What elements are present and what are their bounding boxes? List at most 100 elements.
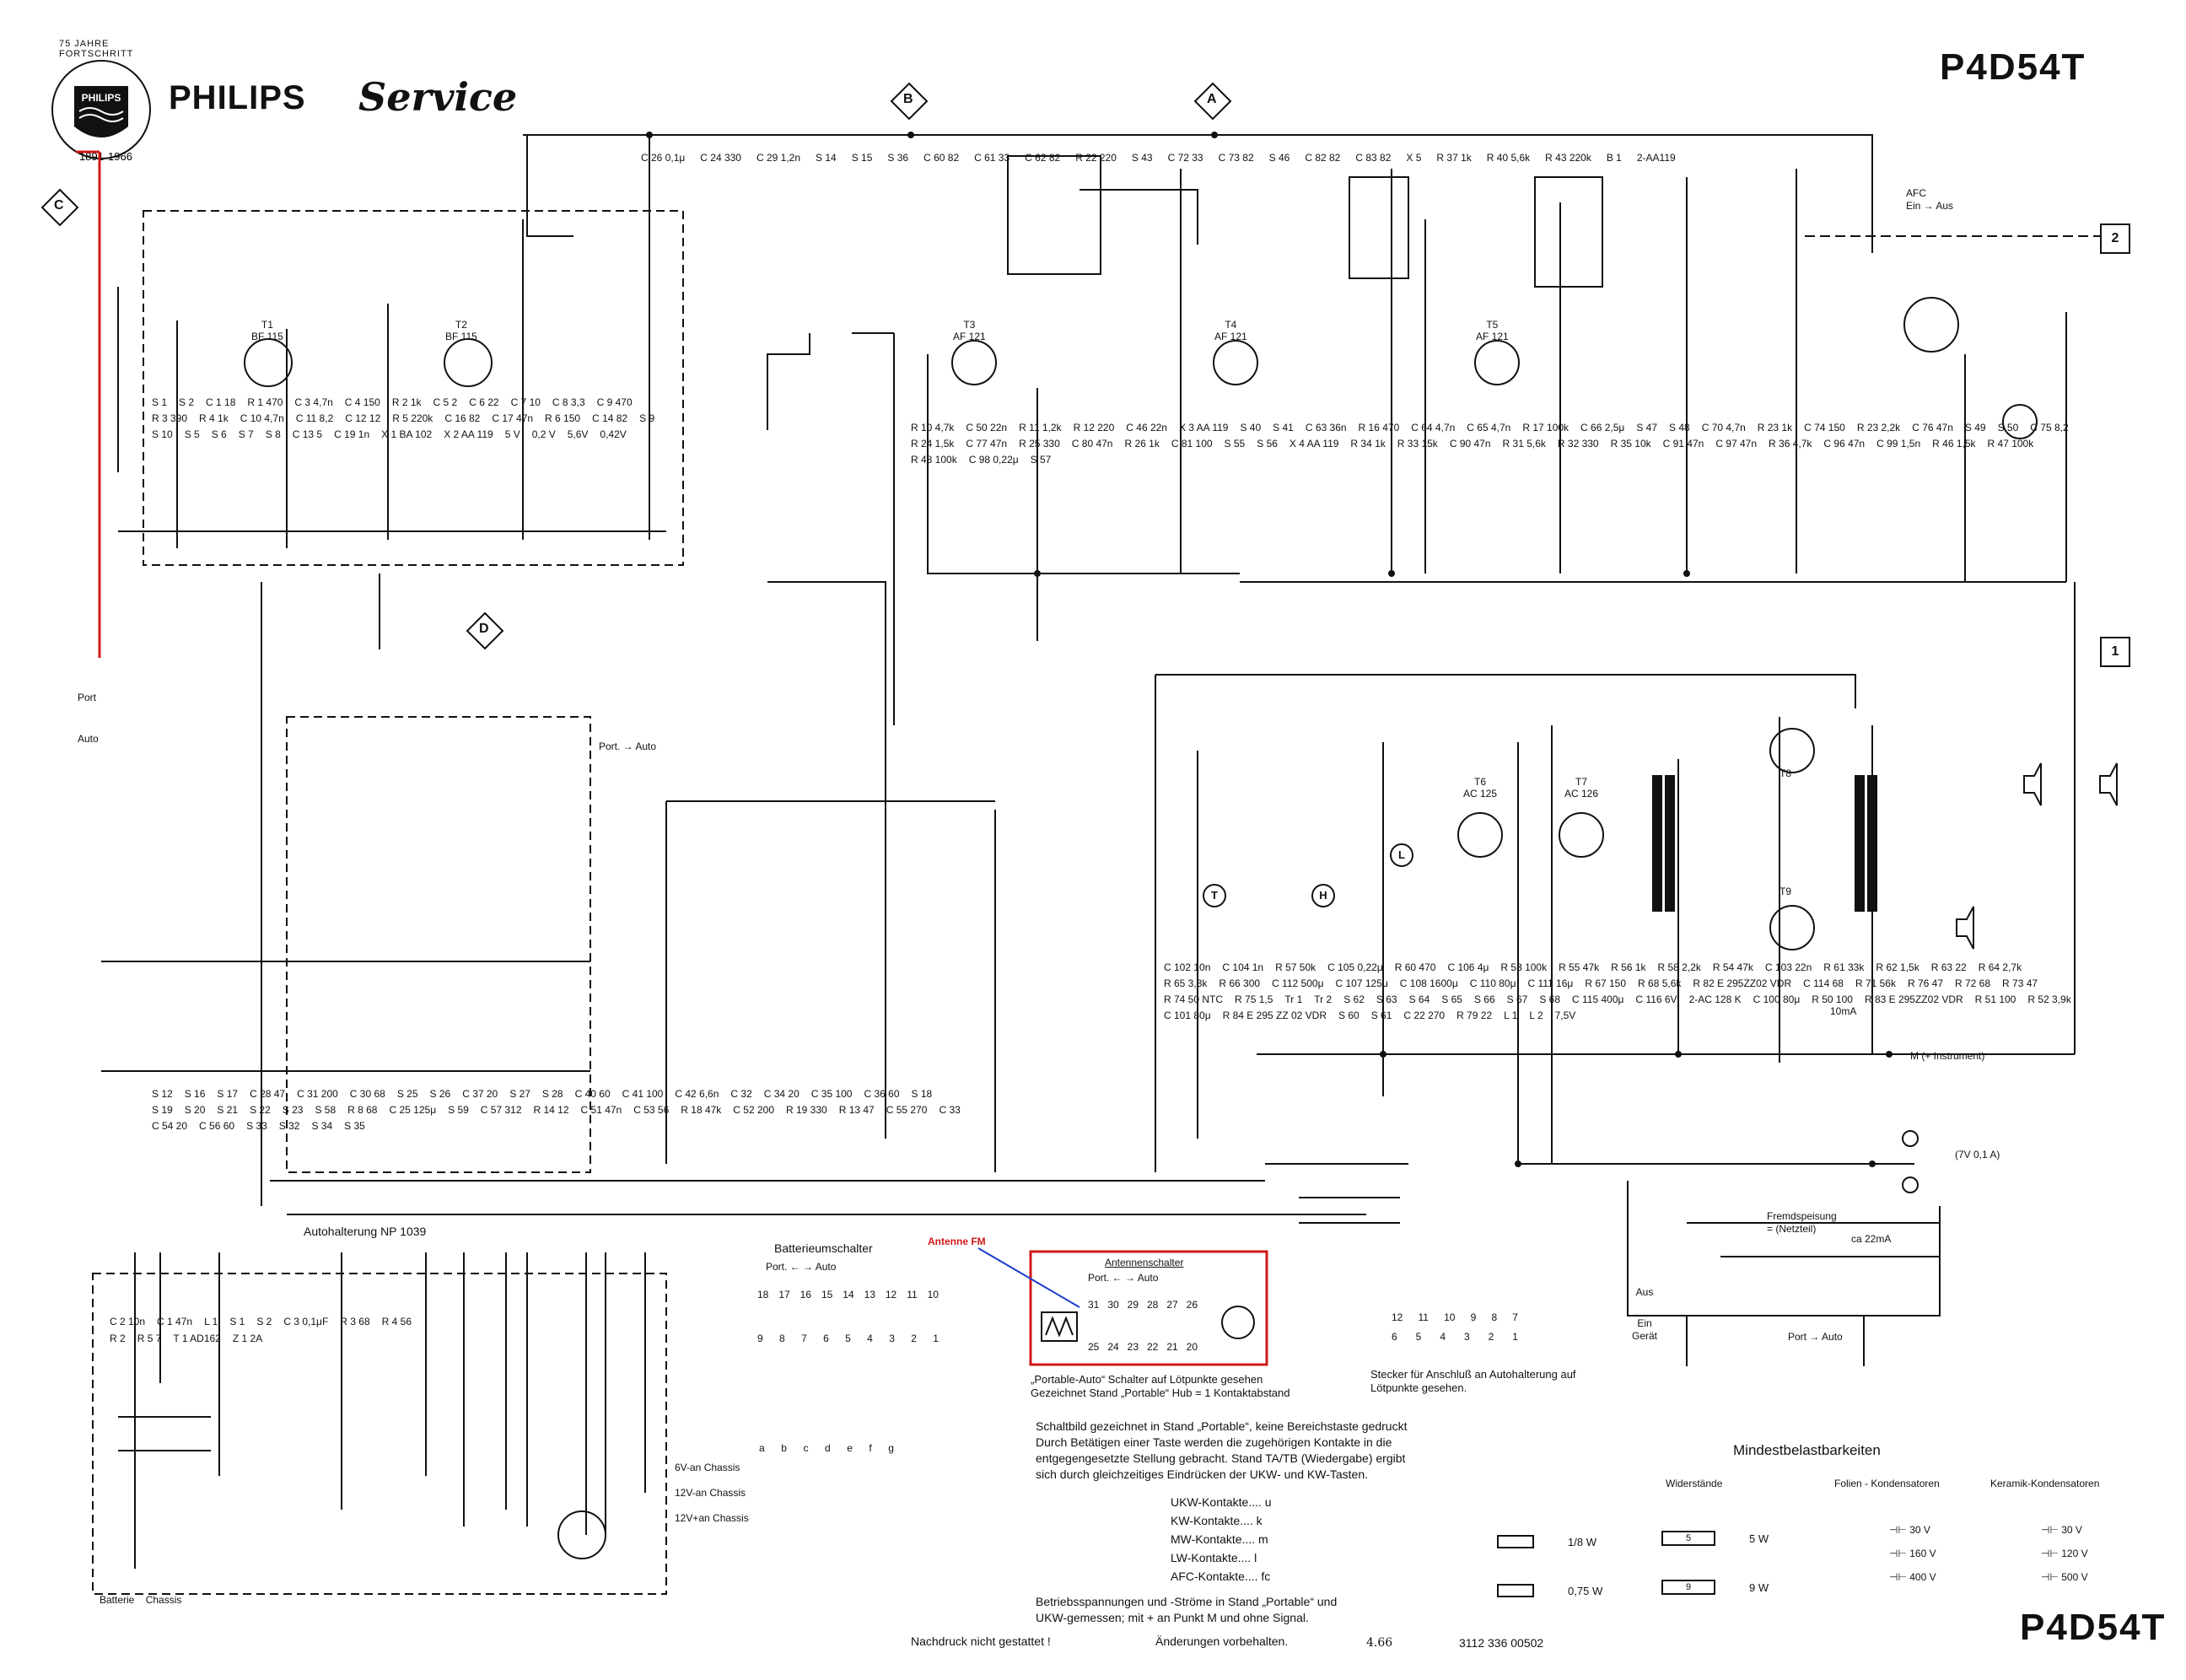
t3-type: AF 121 <box>953 331 986 342</box>
component-label: C 116 6V <box>1635 993 1677 1005</box>
component-label: B 1 <box>1606 152 1622 164</box>
component-label: R 5 220k <box>392 412 433 424</box>
component-label: C 25 125μ <box>389 1104 437 1116</box>
component-label: C 91 47n <box>1662 438 1704 450</box>
component-label: S 1 <box>229 1316 245 1327</box>
component-label: C 3 0,1μF <box>283 1316 329 1327</box>
volume-marker-l: L <box>1390 843 1413 867</box>
component-label: R 14 12 <box>533 1104 569 1116</box>
component-label: L 1 <box>1504 1010 1518 1021</box>
component-label: C 61 33 <box>974 152 1010 164</box>
antenne-fm-label: Antenne FM <box>928 1236 986 1247</box>
switch-contact-number: 23 <box>1127 1341 1139 1353</box>
component-label: S 41 <box>1273 422 1294 433</box>
component-label: R 8 68 <box>347 1104 378 1116</box>
component-label: S 23 <box>282 1104 304 1116</box>
folien-v2: ⊣⊢ 160 V <box>1889 1548 1936 1559</box>
component-label: C 98 0,22μ <box>968 454 1019 466</box>
diamond-b-icon <box>890 82 929 121</box>
component-label: Tr 2 <box>1314 993 1333 1005</box>
component-label: S 61 <box>1370 1010 1392 1021</box>
afc-label: AFC <box>1906 187 1926 199</box>
t7-id: T7 <box>1575 776 1588 788</box>
component-label: C 97 47n <box>1715 438 1758 450</box>
component-label: S 49 <box>1964 422 1986 433</box>
transistor-t8-label: T8 <box>1779 767 1791 779</box>
transistor-t7-symbol <box>1559 812 1604 858</box>
component-label: C 51 47n <box>580 1104 622 1116</box>
component-label: S 5 <box>184 428 200 440</box>
resistor-symbol-1 <box>1497 1535 1534 1548</box>
brand-name: PHILIPS <box>169 79 306 116</box>
antennenschalter-port-auto: Port. ← → Auto <box>1088 1272 1159 1284</box>
component-label: R 40 5,6k <box>1486 152 1531 164</box>
component-label: C 5 2 <box>433 396 458 408</box>
component-label: R 10 4,7k <box>911 422 955 433</box>
component-label: R 75 1,5 <box>1235 993 1273 1005</box>
component-label: C 72 33 <box>1167 152 1203 164</box>
component-label: C 115 400μ <box>1572 993 1624 1005</box>
component-label: R 82 E 295ZZ02 VDR <box>1693 977 1792 989</box>
component-label: R 84 E 295 ZZ 02 VDR <box>1222 1010 1327 1021</box>
t6-id: T6 <box>1474 776 1487 788</box>
measure-line-2: UKW-gemessen; mit + an Punkt M und ohne … <box>1036 1611 1309 1624</box>
component-label: S 22 <box>250 1104 271 1116</box>
marker-b-label: B <box>903 92 913 106</box>
folien-v3: ⊣⊢ 400 V <box>1889 1571 1936 1583</box>
component-label: S 58 <box>315 1104 337 1116</box>
component-label: S 56 <box>1257 438 1278 450</box>
component-label: C 24 330 <box>700 152 741 164</box>
component-label: R 36 4,7k <box>1769 438 1812 450</box>
component-label: S 35 <box>344 1120 365 1132</box>
coil-icon <box>1045 1316 1074 1338</box>
component-label: S 67 <box>1506 993 1528 1005</box>
component-label: R 3 390 <box>152 412 188 424</box>
component-label: C 37 20 <box>462 1088 498 1100</box>
t4-type: AF 121 <box>1214 331 1247 342</box>
desc-line-2: Durch Betätigen einer Taste werden die z… <box>1036 1435 1392 1449</box>
switch-contact-number: 24 <box>1107 1341 1119 1353</box>
component-label: R 52 3,9k <box>2027 993 2071 1005</box>
component-label: 2-AC 128 K <box>1688 993 1742 1005</box>
component-label: S 17 <box>217 1088 239 1100</box>
switch-contact-number: 26 <box>1186 1299 1198 1311</box>
battery-port-label: Port <box>1788 1331 1807 1343</box>
tone-marker-h-label: H <box>1319 889 1327 902</box>
component-label: C 54 20 <box>152 1120 188 1132</box>
batterieumschalter-title: Batterieumschalter <box>774 1241 873 1255</box>
switch-contact-number: 5 <box>845 1333 851 1344</box>
component-label: 7,5V <box>1554 1010 1576 1021</box>
component-label: R 54 47k <box>1712 961 1753 973</box>
footer-docnum: 3112 336 00502 <box>1459 1636 1544 1650</box>
contact-afc: AFC-Kontakte.... fc <box>1171 1570 1271 1583</box>
component-label: S 18 <box>911 1088 933 1100</box>
chassis-12v-plus-row: 12V+an Chassis <box>675 1512 749 1524</box>
component-label: C 73 82 <box>1218 152 1254 164</box>
transistor-t4-symbol <box>1213 340 1258 385</box>
component-label: C 1 18 <box>206 396 236 408</box>
chassis-column-label: e <box>847 1442 853 1454</box>
contact-kw: KW-Kontakte.... k <box>1171 1514 1263 1527</box>
component-label: Z 1 2A <box>232 1333 263 1344</box>
t8-id: T8 <box>1779 767 1792 779</box>
switch-contact-number: 28 <box>1146 1299 1159 1311</box>
antenna-switch-highlight <box>1029 1250 1268 1366</box>
connector-pin-number: 5 <box>1415 1331 1422 1343</box>
switch-contact-number: 12 <box>885 1289 897 1300</box>
switch-contact-number: 1 <box>933 1333 939 1344</box>
component-label: C 13 5 <box>292 428 323 440</box>
afc-aus-label: Aus <box>1936 200 1954 212</box>
component-label: S 27 <box>509 1088 530 1100</box>
switch-contact-number: 25 <box>1088 1341 1100 1353</box>
t9-id: T9 <box>1779 886 1792 897</box>
measurement-note: Betriebsspannungen und -Ströme in Stand … <box>1036 1594 1474 1626</box>
desc-line-3: entgegengesetzte Stellung gebracht. Stan… <box>1036 1451 1406 1465</box>
logo-year-start: 1891 <box>79 150 104 163</box>
marker-a-label: A <box>1207 92 1217 106</box>
component-label: C 55 270 <box>886 1104 928 1116</box>
